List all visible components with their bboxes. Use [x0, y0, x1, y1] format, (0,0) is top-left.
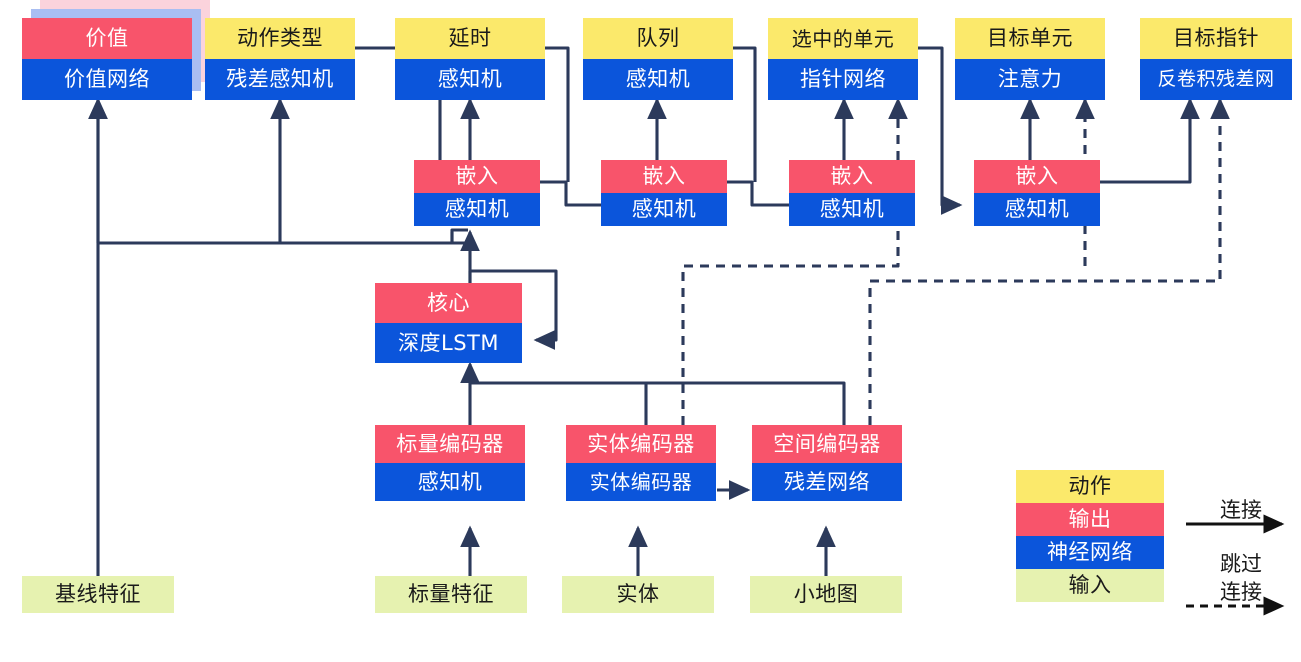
legend-solid-label: 连接 [1220, 498, 1262, 522]
node-embed-2-top: 嵌入 [601, 160, 727, 193]
node-scalar-encoder-top: 标量编码器 [375, 425, 525, 463]
node-spatial-encoder[interactable]: 空间编码器 残差网络 [752, 425, 902, 501]
node-core-top: 核心 [375, 283, 522, 323]
input-baseline-features-label: 基线特征 [22, 576, 174, 613]
input-scalar-features-label: 标量特征 [375, 576, 527, 613]
node-delay-bottom: 感知机 [395, 59, 545, 100]
legend-swatch-input: 输入 [1016, 569, 1164, 602]
legend-swatch-output: 输出 [1016, 503, 1164, 536]
node-action-type-bottom: 残差感知机 [205, 59, 355, 100]
node-embed-2-bottom: 感知机 [601, 193, 727, 226]
legend-swatches: 动作 输出 神经网络 输入 [1016, 470, 1164, 602]
edge-skip-spatial-to-target-pointer [868, 97, 1230, 425]
node-spatial-encoder-top: 空间编码器 [752, 425, 902, 463]
input-scalar-features[interactable]: 标量特征 [375, 576, 527, 613]
node-entity-encoder-top: 实体编码器 [566, 425, 716, 463]
node-selected-units[interactable]: 选中的单元 指针网络 [768, 18, 918, 100]
input-baseline-features[interactable]: 基线特征 [22, 576, 174, 613]
node-embed-1-top: 嵌入 [414, 160, 540, 193]
node-embed-4[interactable]: 嵌入 感知机 [974, 160, 1100, 226]
node-embed-3-bottom: 感知机 [789, 193, 915, 226]
node-value[interactable]: 价值 价值网络 [22, 0, 210, 100]
node-queue[interactable]: 队列 感知机 [583, 18, 733, 100]
node-spatial-encoder-bottom: 残差网络 [752, 463, 902, 501]
node-embed-3[interactable]: 嵌入 感知机 [789, 160, 915, 226]
node-target-pointer[interactable]: 目标指针 反卷积残差网 [1140, 18, 1292, 100]
legend-swatch-action: 动作 [1016, 470, 1164, 503]
node-value-top: 价值 [22, 18, 192, 59]
legend-line-types: 连接 跳过 连接 [1186, 466, 1296, 616]
edge-core-to-upper-bus-left [98, 241, 472, 283]
edge-spatial-encoder-bus [480, 381, 846, 425]
node-delay[interactable]: 延时 感知机 [395, 18, 545, 100]
node-value-bottom: 价值网络 [22, 59, 192, 100]
node-target-unit-bottom: 注意力 [955, 59, 1105, 100]
node-core[interactable]: 核心 深度LSTM [375, 283, 522, 363]
input-entities-label: 实体 [562, 576, 714, 613]
input-minimap-label: 小地图 [750, 576, 902, 613]
node-core-bottom: 深度LSTM [375, 323, 522, 363]
legend-dashed-label-2: 连接 [1220, 580, 1262, 604]
node-selected-units-bottom: 指针网络 [768, 59, 918, 100]
node-selected-units-top: 选中的单元 [768, 18, 918, 59]
edge-skip-entity-to-selected [681, 97, 908, 425]
node-embed-2[interactable]: 嵌入 感知机 [601, 160, 727, 226]
node-delay-top: 延时 [395, 18, 545, 59]
node-action-type[interactable]: 动作类型 残差感知机 [205, 18, 355, 100]
node-target-pointer-bottom: 反卷积残差网 [1140, 59, 1292, 100]
edge-selected-to-embed4 [918, 46, 963, 215]
node-embed-1-bottom: 感知机 [414, 193, 540, 226]
legend-line-svg [1186, 514, 1285, 616]
node-scalar-encoder[interactable]: 标量编码器 感知机 [375, 425, 525, 501]
node-target-unit-top: 目标单元 [955, 18, 1105, 59]
edge-delay-to-embed2-line [545, 46, 570, 182]
node-embed-4-bottom: 感知机 [974, 193, 1100, 226]
node-entity-encoder[interactable]: 实体编码器 实体编码器 [566, 425, 716, 501]
edge-queue-to-embed3-line [733, 46, 757, 182]
input-entities[interactable]: 实体 [562, 576, 714, 613]
node-queue-bottom: 感知机 [583, 59, 733, 100]
node-scalar-encoder-bottom: 感知机 [375, 463, 525, 501]
edge-scalar-encoder-bus [468, 381, 646, 425]
node-embed-4-top: 嵌入 [974, 160, 1100, 193]
node-entity-encoder-bottom: 实体编码器 [566, 463, 716, 501]
input-minimap[interactable]: 小地图 [750, 576, 902, 613]
node-target-unit[interactable]: 目标单元 注意力 [955, 18, 1105, 100]
node-embed-3-top: 嵌入 [789, 160, 915, 193]
edge-embed4-to-target-pointer [1100, 97, 1200, 184]
node-action-type-top: 动作类型 [205, 18, 355, 59]
legend-swatch-network: 神经网络 [1016, 536, 1164, 569]
edge-upper-bus-right [450, 228, 470, 245]
node-embed-1[interactable]: 嵌入 感知机 [414, 160, 540, 226]
node-queue-top: 队列 [583, 18, 733, 59]
legend-dashed-label-1: 跳过 [1220, 552, 1262, 576]
node-target-pointer-top: 目标指针 [1140, 18, 1292, 59]
